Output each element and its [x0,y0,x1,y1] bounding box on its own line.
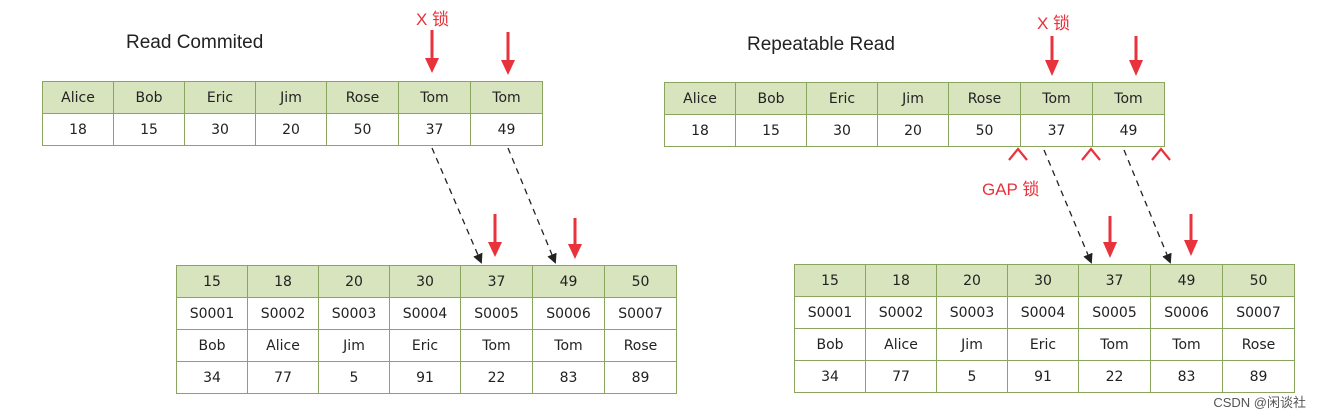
rc-age-cell: 30 [184,113,256,146]
rc-idx-age-cell: 18 [247,265,319,298]
rr-idx-score-cell: 89 [1222,360,1295,393]
rc-idx-score-cell: 77 [247,361,319,394]
rc-name-cell: Jim [255,81,327,114]
rc-lookup-arrow [507,147,557,264]
rr-age-cell: 49 [1092,114,1165,147]
rr-idx-name-cell: Tom [1078,328,1151,361]
rc-idx-score-cell: 91 [389,361,461,394]
rc-idx-name-cell: Alice [247,329,319,362]
rc-idx-id-cell: S0001 [176,297,248,330]
rr-idx-score-cell: 34 [794,360,866,393]
rc-age-cell: 49 [470,113,543,146]
rr-age-cell: 50 [948,114,1021,147]
rr-age-cell: 20 [877,114,949,147]
rr-idx-name-cell: Rose [1222,328,1295,361]
rr-gap-lock-marker [1151,147,1171,161]
rr-gap-lock-marker [1008,147,1028,161]
rc-name-cell: Alice [42,81,114,114]
rc-age-cell: 18 [42,113,114,146]
rc-idx-id-cell: S0007 [604,297,677,330]
rr-idx-age-cell: 15 [794,264,866,297]
read-committed-title: Read Commited [126,32,264,53]
rc-idx-age-cell: 50 [604,265,677,298]
rr-gap-lock-label: GAP 锁 [982,180,1040,199]
rr-age-cell: 30 [806,114,878,147]
rr-index-lock-arrow [1103,216,1117,258]
rr-index-table: 15 18 20 30 37 49 50 S0001 S0002 S0003 S… [794,264,1295,393]
rc-idx-id-cell: S0006 [532,297,605,330]
rr-idx-id-cell: S0005 [1078,296,1151,329]
rc-name-cell: Bob [113,81,185,114]
rc-x-lock-arrow [425,30,439,73]
rr-lookup-arrow [1123,149,1172,264]
rr-idx-score-cell: 91 [1007,360,1079,393]
rr-idx-age-cell: 50 [1222,264,1295,297]
rr-idx-name-cell: Alice [865,328,937,361]
rc-name-cell: Tom [398,81,471,114]
rr-idx-id-cell: S0001 [794,296,866,329]
rc-idx-score-cell: 34 [176,361,248,394]
rc-index-lock-arrow [568,218,582,259]
rr-idx-age-cell: 18 [865,264,937,297]
rc-name-cell: Rose [326,81,399,114]
rr-index-lock-arrow [1184,214,1198,256]
rr-idx-score-cell: 77 [865,360,937,393]
rr-idx-id-cell: S0007 [1222,296,1295,329]
watermark: CSDN @闲谈社 [1213,395,1306,410]
rr-name-cell: Rose [948,82,1021,115]
rr-age-cell: 15 [735,114,807,147]
rc-age-cell: 37 [398,113,471,146]
rr-idx-age-cell: 37 [1078,264,1151,297]
rr-age-cell: 18 [664,114,736,147]
rc-age-cell: 50 [326,113,399,146]
rc-primary-table: Alice Bob Eric Jim Rose Tom Tom 18 15 30… [42,81,543,146]
rr-idx-name-cell: Eric [1007,328,1079,361]
rr-primary-table: Alice Bob Eric Jim Rose Tom Tom 18 15 30… [664,82,1165,147]
rr-x-lock-label: X 锁 [1037,14,1071,33]
rr-name-cell: Bob [735,82,807,115]
rc-idx-name-cell: Rose [604,329,677,362]
rr-x-lock-arrow [1129,36,1143,76]
rc-idx-score-cell: 5 [318,361,390,394]
rc-idx-age-cell: 15 [176,265,248,298]
rc-lookup-arrow [431,147,483,264]
rc-idx-score-cell: 22 [460,361,533,394]
rr-idx-name-cell: Bob [794,328,866,361]
rr-idx-name-cell: Tom [1150,328,1223,361]
rc-x-lock-label: X 锁 [416,10,450,29]
rc-idx-score-cell: 89 [604,361,677,394]
rr-name-cell: Tom [1092,82,1165,115]
repeatable-read-title: Repeatable Read [747,34,895,55]
rc-idx-age-cell: 20 [318,265,390,298]
rr-gap-lock-marker [1081,147,1101,161]
rc-idx-name-cell: Eric [389,329,461,362]
rc-name-cell: Eric [184,81,256,114]
rr-idx-age-cell: 49 [1150,264,1223,297]
rc-idx-age-cell: 30 [389,265,461,298]
rc-index-table: 15 18 20 30 37 49 50 S0001 S0002 S0003 S… [176,265,677,394]
rc-x-lock-arrow [501,32,515,75]
rr-idx-age-cell: 20 [936,264,1008,297]
rr-idx-id-cell: S0003 [936,296,1008,329]
rc-age-cell: 15 [113,113,185,146]
rr-idx-id-cell: S0004 [1007,296,1079,329]
rr-x-lock-arrow [1045,36,1059,76]
rc-age-cell: 20 [255,113,327,146]
rr-idx-id-cell: S0002 [865,296,937,329]
rr-name-cell: Jim [877,82,949,115]
rc-idx-score-cell: 83 [532,361,605,394]
rc-name-cell: Tom [470,81,543,114]
rc-idx-name-cell: Tom [532,329,605,362]
rc-idx-age-cell: 49 [532,265,605,298]
rr-idx-score-cell: 22 [1078,360,1151,393]
rc-index-lock-arrow [488,214,502,257]
rc-idx-name-cell: Tom [460,329,533,362]
rr-lookup-arrow [1043,149,1093,264]
rr-idx-score-cell: 83 [1150,360,1223,393]
